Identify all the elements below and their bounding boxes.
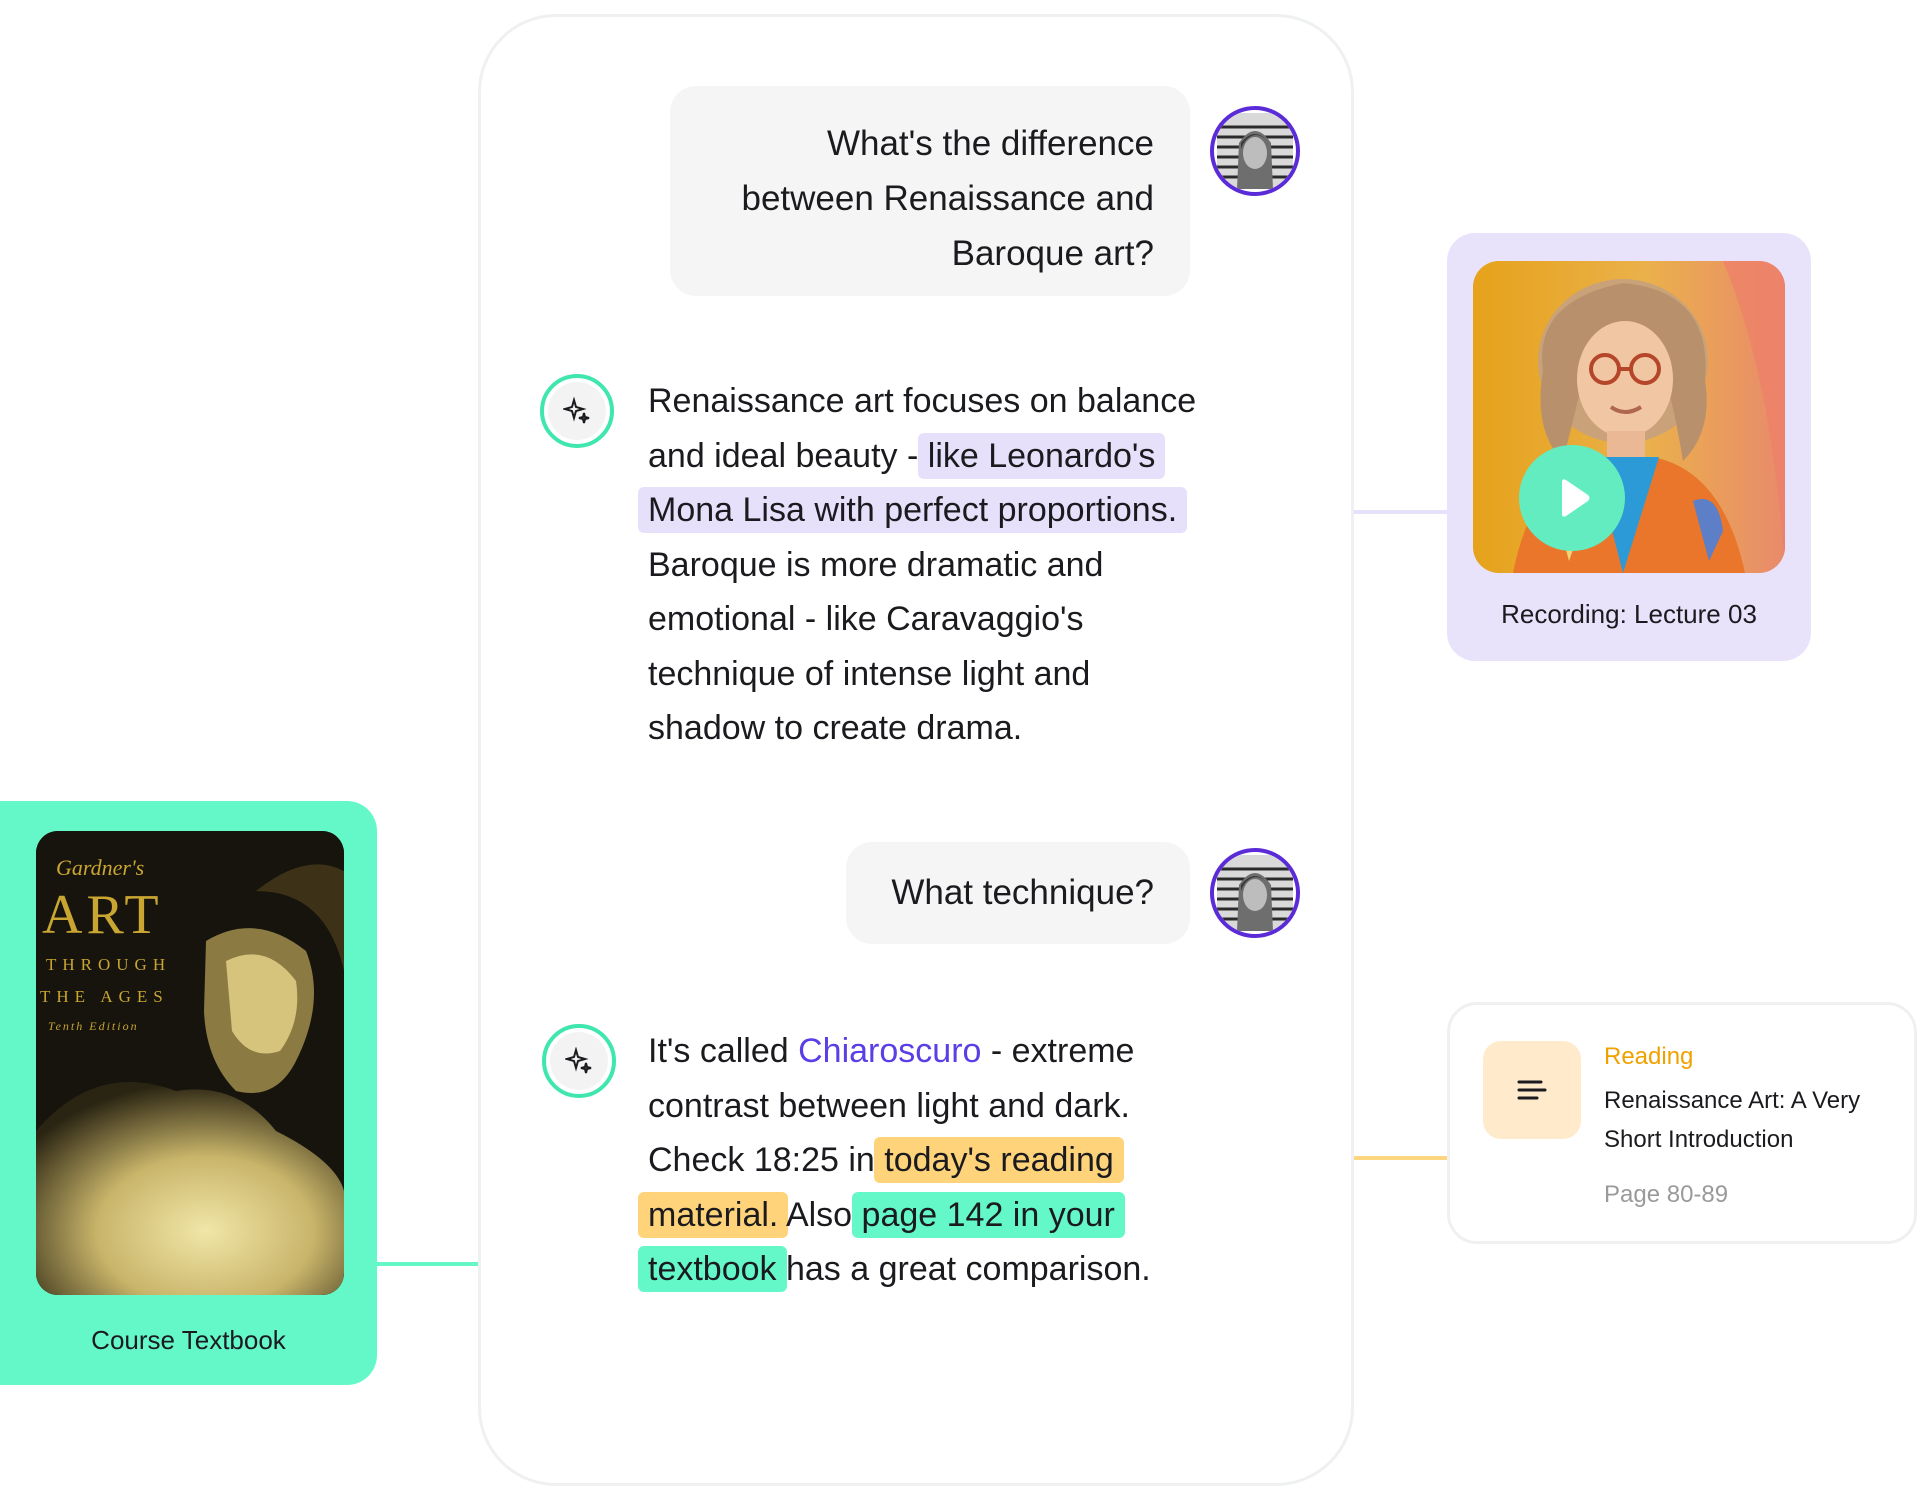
message-line: Mona Lisa with perfect proportions. [638, 483, 1196, 538]
message-line: What technique? [891, 873, 1154, 912]
reading-reference-highlight[interactable]: material. [638, 1191, 789, 1238]
text-segment: emotional - like Caravaggio's [648, 600, 1084, 638]
user-avatar[interactable] [1210, 106, 1300, 196]
text-segment: and ideal beauty - [648, 436, 928, 475]
message-line: technique of intense light and [648, 647, 1196, 702]
assistant-message: It's called Chiaroscuro - extreme contra… [638, 1024, 1151, 1297]
textbook-card[interactable]: Gardner's ART THROUGH THE AGES Tenth Edi… [0, 801, 377, 1385]
lecture-thumbnail[interactable] [1473, 261, 1785, 573]
recording-card[interactable]: Recording: Lecture 03 [1447, 233, 1811, 661]
document-lines-icon [1483, 1041, 1581, 1139]
text-segment: contrast between light and dark. [648, 1086, 1130, 1125]
text-segment: - extreme [981, 1032, 1135, 1070]
message-line: Baroque is more dramatic and [648, 538, 1196, 593]
message-line: textbook has a great comparison. [638, 1242, 1151, 1297]
reading-reference-highlight[interactable]: today's reading [874, 1137, 1124, 1183]
cover-subtitle: THE AGES [40, 987, 169, 1006]
reading-card[interactable]: Reading Renaissance Art: A Very Short In… [1447, 1002, 1917, 1244]
textbook-label: Course Textbook [91, 1325, 286, 1355]
text-segment: shadow to create drama. [648, 709, 1023, 747]
message-line: contrast between light and dark. [648, 1079, 1151, 1134]
ai-assistant-icon [542, 1024, 616, 1098]
assistant-message: Renaissance art focuses on balance and i… [638, 374, 1196, 756]
cover-author: Gardner's [56, 855, 145, 880]
message-line: between Renaissance and [741, 179, 1154, 218]
sparkle-icon [550, 1032, 608, 1090]
message-line: emotional - like Caravaggio's [648, 592, 1196, 647]
recording-reference-highlight[interactable]: Mona Lisa with perfect proportions. [638, 487, 1188, 533]
ai-assistant-icon [540, 374, 614, 448]
cover-edition: Tenth Edition [48, 1019, 139, 1033]
user-message: What's the difference between Renaissanc… [670, 86, 1190, 296]
user-avatar[interactable] [1210, 848, 1300, 938]
reading-pages: Page 80-89 [1604, 1181, 1729, 1208]
text-segment: Renaissance art focuses on balance [648, 382, 1197, 420]
text-segment: Also [778, 1195, 862, 1234]
text-segment: It's called [648, 1032, 799, 1070]
message-line: What's the difference [826, 124, 1154, 163]
cover-title: ART [42, 884, 163, 946]
user-message: What technique? [846, 842, 1190, 944]
text-segment: Baroque is more dramatic and [648, 545, 1104, 584]
play-icon [1562, 479, 1590, 517]
message-line: Baroque art? [951, 234, 1154, 273]
recording-label: Recording: Lecture 03 [1501, 599, 1757, 629]
recording-reference-highlight[interactable]: like Leonardo's [917, 432, 1166, 479]
message-line: shadow to create drama. [648, 701, 1196, 756]
textbook-reference-highlight[interactable]: textbook [638, 1246, 787, 1292]
textbook-cover[interactable]: Gardner's ART THROUGH THE AGES Tenth Edi… [36, 831, 344, 1295]
message-line: It's called Chiaroscuro - extreme [648, 1024, 1151, 1079]
chiaroscuro-link[interactable]: Chiaroscuro [798, 1032, 982, 1070]
play-button[interactable] [1519, 445, 1625, 551]
message-line: Check 18:25 in today's reading [648, 1133, 1151, 1188]
sparkle-icon [548, 382, 606, 440]
message-line: Renaissance art focuses on balance [648, 374, 1196, 429]
text-segment: has a great comparison. [776, 1250, 1151, 1288]
reading-title: Renaissance Art: A Very Short Introducti… [1604, 1087, 1861, 1153]
text-segment: Check 18:25 in [648, 1141, 885, 1179]
message-line: and ideal beauty - like Leonardo's [648, 429, 1196, 484]
reading-type-label: Reading [1604, 1043, 1694, 1070]
text-segment: technique of intense light and [648, 654, 1091, 693]
textbook-reference-highlight[interactable]: page 142 in your [851, 1191, 1125, 1238]
message-line: material. Also page 142 in your [638, 1188, 1151, 1243]
cover-subtitle: THROUGH [46, 955, 172, 974]
